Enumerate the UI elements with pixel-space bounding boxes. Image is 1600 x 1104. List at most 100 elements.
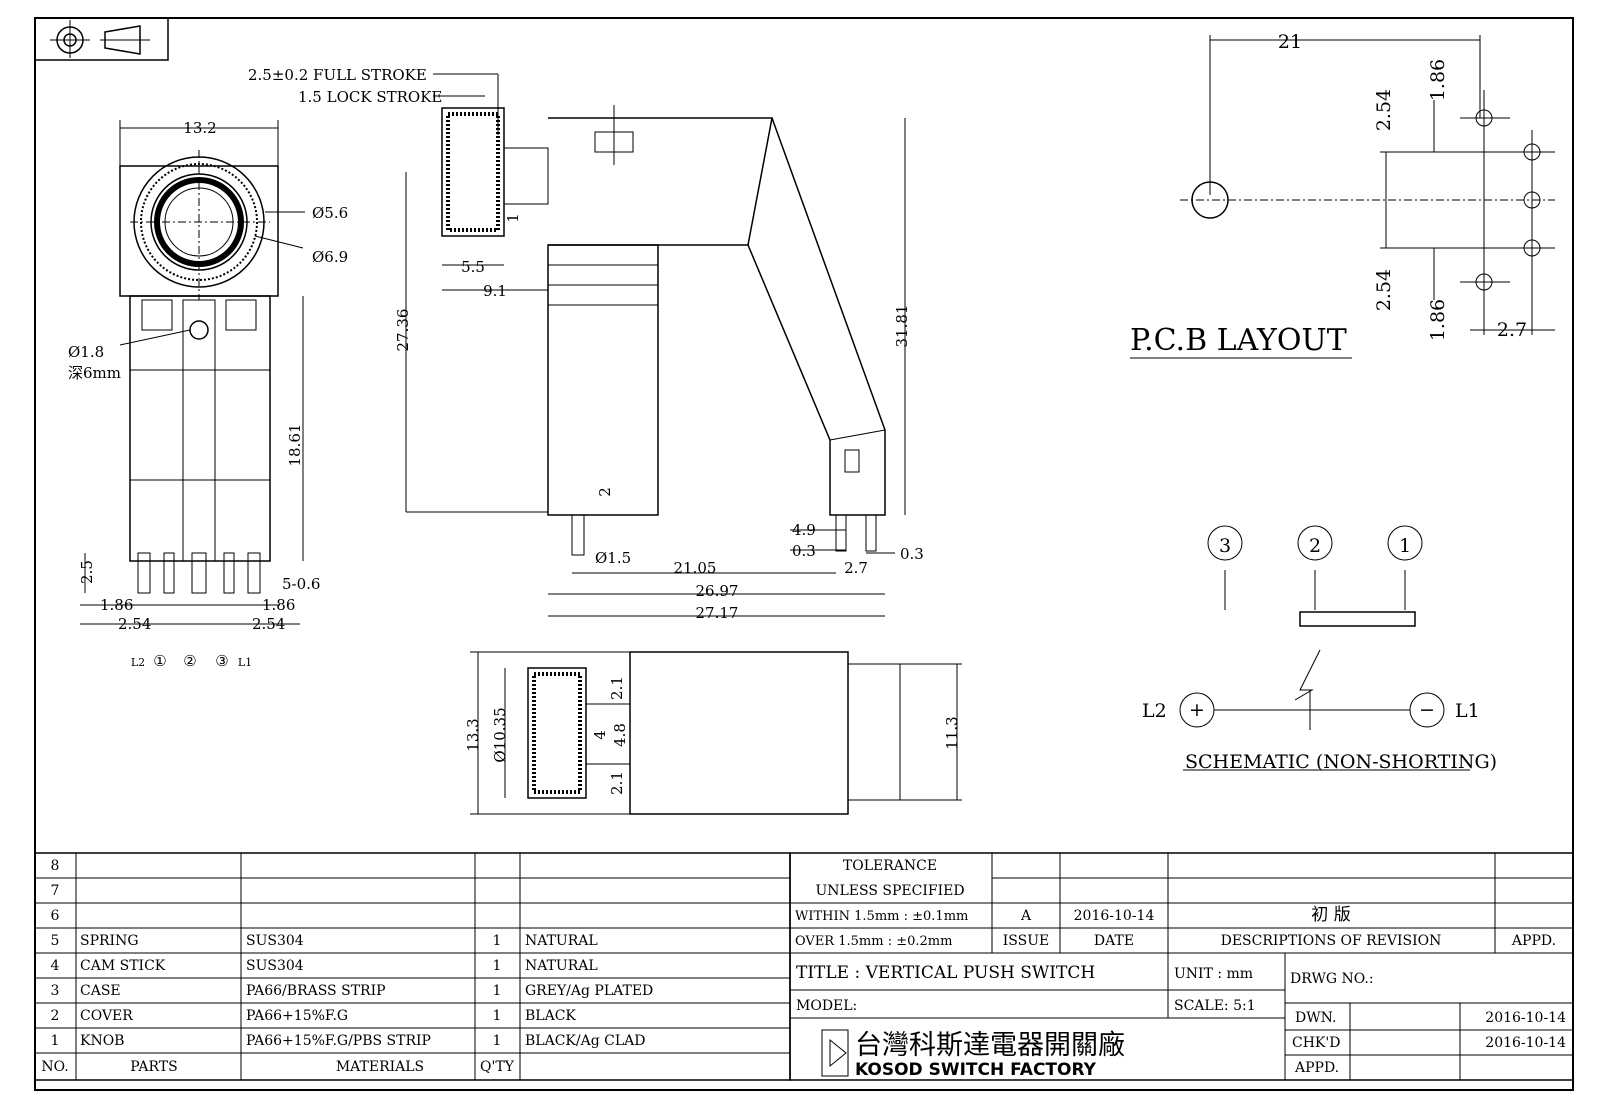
bom-row-2-part: COVER xyxy=(80,1008,133,1024)
bom-row-5-qty: 1 xyxy=(493,933,502,949)
knob-length-label: 5.5 xyxy=(461,258,485,276)
front-height-label: 18.61 xyxy=(286,424,304,467)
appd-header: APPD. xyxy=(1511,933,1556,949)
title-block xyxy=(789,852,1574,1081)
drawing-title: TITLE : VERTICAL PUSH SWITCH xyxy=(796,963,1095,983)
side-len-b-label: 27.17 xyxy=(696,604,739,622)
bom-header-qty: Q'TY xyxy=(480,1059,515,1075)
top-h2-label: Ø10.35 xyxy=(491,707,509,762)
bom-row-2-qty: 1 xyxy=(493,1008,502,1024)
side-height-b-label: 31.81 xyxy=(893,305,911,348)
side-view xyxy=(405,73,906,617)
side-len-a-label: 26.97 xyxy=(696,582,739,600)
bom-row-2-finish: BLACK xyxy=(525,1008,576,1024)
bom-row-2-no: 2 xyxy=(51,1008,60,1024)
front-pin-offset-label: 2.5 xyxy=(78,560,96,584)
date-header: DATE xyxy=(1094,933,1134,949)
pcb-layout xyxy=(1130,35,1555,359)
issue-header: ISSUE xyxy=(1003,933,1049,949)
terminal-3-label: 3 xyxy=(1219,535,1231,557)
bom-row-4-finish: NATURAL xyxy=(525,958,598,974)
pcb-p5-label: 2.7 xyxy=(1497,319,1527,341)
sheet-border xyxy=(34,17,1574,1091)
tolerance-subtitle: UNLESS SPECIFIED xyxy=(815,883,964,899)
company-name-english: KOSOD SWITCH FACTORY xyxy=(855,1060,1097,1080)
front-width-label: 13.2 xyxy=(183,119,216,137)
l2-label: L2 xyxy=(1142,700,1167,722)
side-pin-dia-label: Ø1.5 xyxy=(595,549,631,567)
front-view xyxy=(80,120,305,625)
front-left-pitch-b-label: 2.54 xyxy=(118,615,151,633)
front-d1-label: Ø5.6 xyxy=(312,204,348,222)
bom-row-1-qty: 1 xyxy=(493,1033,502,1049)
approved-label: APPD. xyxy=(1294,1060,1339,1076)
bom-row-5-part: SPRING xyxy=(80,933,139,949)
company-name-chinese: 台灣科斯達電器開關廠 xyxy=(855,1030,1125,1061)
l1-label: L1 xyxy=(1455,700,1480,722)
revision-description: 初 版 xyxy=(1311,905,1350,925)
bom-row-3-qty: 1 xyxy=(493,983,502,999)
bom-row-8-no: 8 xyxy=(51,858,60,874)
pin-label-2: ② xyxy=(183,652,196,670)
side-w1-label: 4.9 xyxy=(792,521,816,539)
bom-row-7-no: 7 xyxy=(51,883,60,899)
title-block-text: TOLERANCE UNLESS SPECIFIED WITHIN 1.5mm … xyxy=(795,858,1566,1080)
pcb-p2-label: 2.54 xyxy=(1373,89,1395,131)
top-h1-label: 13.3 xyxy=(464,718,482,751)
bom-row-4-part: CAM STICK xyxy=(80,958,166,974)
bom-row-1-finish: BLACK/Ag CLAD xyxy=(525,1033,645,1049)
terminal-1-label: 1 xyxy=(1399,535,1411,557)
bom-row-1-part: KNOB xyxy=(80,1033,124,1049)
bom-rows: 8 7 6 5 SPRING SUS304 1 NATURAL 4 CAM ST… xyxy=(41,858,653,1075)
side-w3-label: 0.3 xyxy=(900,545,924,563)
front-right-pitch-b-label: 2.54 xyxy=(252,615,285,633)
pin-label-3: ③ xyxy=(215,652,228,670)
side-pin-length-label: 2 xyxy=(596,487,614,497)
model-label: MODEL: xyxy=(796,998,857,1014)
bom-row-1-material: PA66+15%F.G/PBS STRIP xyxy=(246,1033,431,1049)
third-angle-projection-icon xyxy=(34,17,169,61)
tolerance-line2: OVER 1.5mm : ±0.2mm xyxy=(795,934,952,949)
full-stroke-label: 2.5±0.2 FULL STROKE xyxy=(248,66,427,84)
pcb-p3-label: 2.54 xyxy=(1373,269,1395,311)
bom-row-4-material: SUS304 xyxy=(246,958,304,974)
bom-table xyxy=(34,852,791,1081)
bom-row-3-part: CASE xyxy=(80,983,121,999)
bom-header-parts: PARTS xyxy=(130,1059,177,1075)
tolerance-title: TOLERANCE xyxy=(843,858,937,874)
bom-row-6-no: 6 xyxy=(51,908,60,924)
scale-label: SCALE: 5:1 xyxy=(1174,998,1256,1014)
pcb-p4-label: 1.86 xyxy=(1427,299,1449,341)
checked-label: CHK'D xyxy=(1292,1035,1340,1051)
front-pin-labels: L2 ① ② ③ L1 xyxy=(131,652,252,670)
pin-label-l2: L2 xyxy=(131,656,145,669)
top-c-label: 4.8 xyxy=(611,723,629,747)
bom-row-2-material: PA66+15%F.G xyxy=(246,1008,348,1024)
bom-row-3-material: PA66/BRASS STRIP xyxy=(246,983,386,999)
front-pin-width-label: 5-0.6 xyxy=(282,575,320,593)
pcb-span-label: 21 xyxy=(1278,31,1302,53)
drawn-date: 2016-10-14 xyxy=(1485,1010,1566,1026)
top-d-label: 2.1 xyxy=(608,771,626,795)
pcb-layout-title: P.C.B LAYOUT xyxy=(1130,323,1347,358)
top-b-label: 4 xyxy=(591,730,609,740)
plus-symbol: + xyxy=(1189,699,1205,721)
checked-date: 2016-10-14 xyxy=(1485,1035,1566,1051)
bom-row-5-finish: NATURAL xyxy=(525,933,598,949)
description-header: DESCRIPTIONS OF REVISION xyxy=(1221,933,1442,949)
minus-symbol: − xyxy=(1419,699,1435,721)
pin-label-1: ① xyxy=(153,652,166,670)
side-w2-label: 0.3 xyxy=(792,542,816,560)
side-pin-gap-label: 21.05 xyxy=(674,559,717,577)
unit-label: UNIT : mm xyxy=(1174,966,1253,982)
front-hole-label: Ø1.8 xyxy=(68,343,104,361)
front-d2-label: Ø6.9 xyxy=(312,248,348,266)
side-pitch-label: 2.7 xyxy=(844,559,868,577)
drawn-label: DWN. xyxy=(1295,1010,1336,1026)
revision-issue: A xyxy=(1020,908,1032,924)
front-left-pitch-a-label: 1.86 xyxy=(100,596,133,614)
pin-label-l1: L1 xyxy=(238,656,252,669)
bom-row-5-no: 5 xyxy=(51,933,60,949)
